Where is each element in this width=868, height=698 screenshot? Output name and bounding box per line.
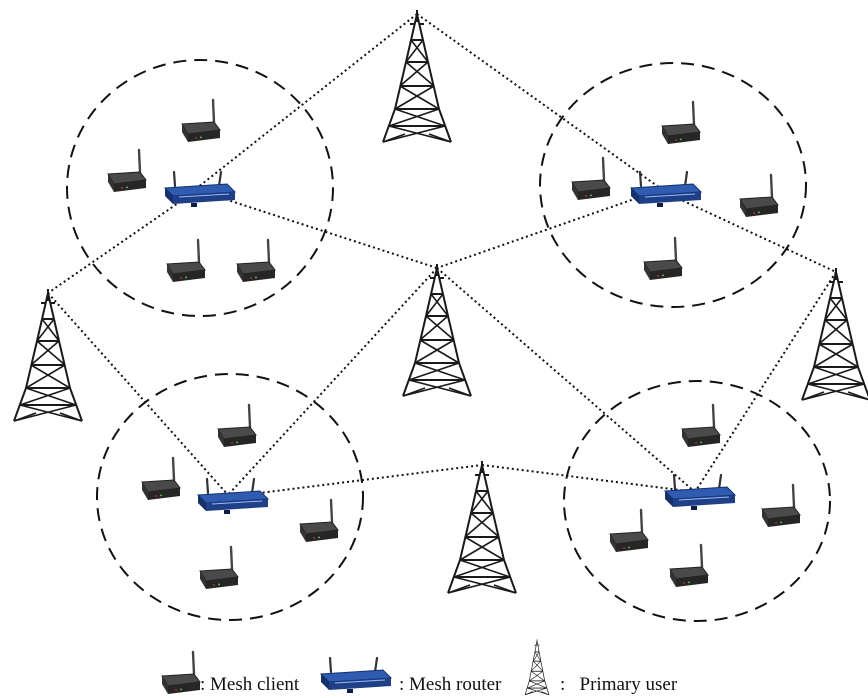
cluster-top-left — [66, 59, 334, 317]
cluster-outlines — [66, 59, 831, 622]
primary-user-tower-icon — [402, 263, 472, 397]
mesh-client-icon — [760, 483, 802, 529]
cluster-bottom-right — [563, 380, 831, 622]
mesh-router-icon — [163, 170, 237, 209]
mesh-client-icon — [680, 403, 722, 449]
mesh-client-icon — [165, 238, 207, 284]
legend-client-label: : Mesh client — [200, 674, 300, 695]
primary-users — [13, 9, 868, 594]
mesh-client-icon — [180, 98, 222, 144]
legend: : Mesh client : Mesh router : Primary us… — [160, 638, 678, 696]
mesh-client-icon — [298, 498, 340, 544]
mesh-router-icon — [629, 170, 703, 209]
mesh-client-icon — [570, 156, 612, 202]
primary-user-tower-icon — [447, 460, 517, 594]
mesh-router-icon — [663, 473, 737, 512]
link — [416, 13, 661, 189]
mesh-client-icon — [216, 403, 258, 449]
cluster-bottom-left — [96, 373, 364, 621]
network-links — [47, 13, 837, 498]
link — [47, 292, 229, 496]
link — [436, 267, 696, 493]
mesh-router-icon — [196, 477, 270, 516]
primary-user-tower-icon — [382, 9, 452, 143]
link — [659, 189, 837, 273]
mesh-client-icon — [106, 148, 148, 194]
mesh-client-icon — [642, 236, 684, 282]
mesh-client-icon — [198, 545, 240, 591]
legend-primary-user-icon — [524, 638, 550, 696]
mesh-client-icon — [668, 543, 710, 589]
link — [481, 464, 696, 493]
mesh-client-icon — [140, 456, 182, 502]
mesh-client-icon — [738, 173, 780, 219]
cluster-top-right — [539, 62, 807, 308]
link — [227, 267, 438, 496]
primary-user-tower-icon — [801, 267, 868, 401]
link — [196, 13, 418, 189]
link — [227, 464, 483, 498]
link — [694, 271, 837, 493]
legend-primary-label: : Primary user — [560, 674, 678, 695]
mesh-client-icon — [235, 238, 277, 284]
primary-user-tower-icon — [13, 288, 83, 422]
legend-mesh-client-icon — [160, 650, 202, 696]
legend-mesh-router-icon — [319, 656, 393, 695]
link — [196, 189, 438, 269]
legend-router-label: : Mesh router — [399, 674, 502, 695]
link — [47, 189, 198, 294]
mesh-client-icon — [660, 100, 702, 146]
link — [436, 189, 661, 269]
mesh-client-icon — [608, 508, 650, 554]
